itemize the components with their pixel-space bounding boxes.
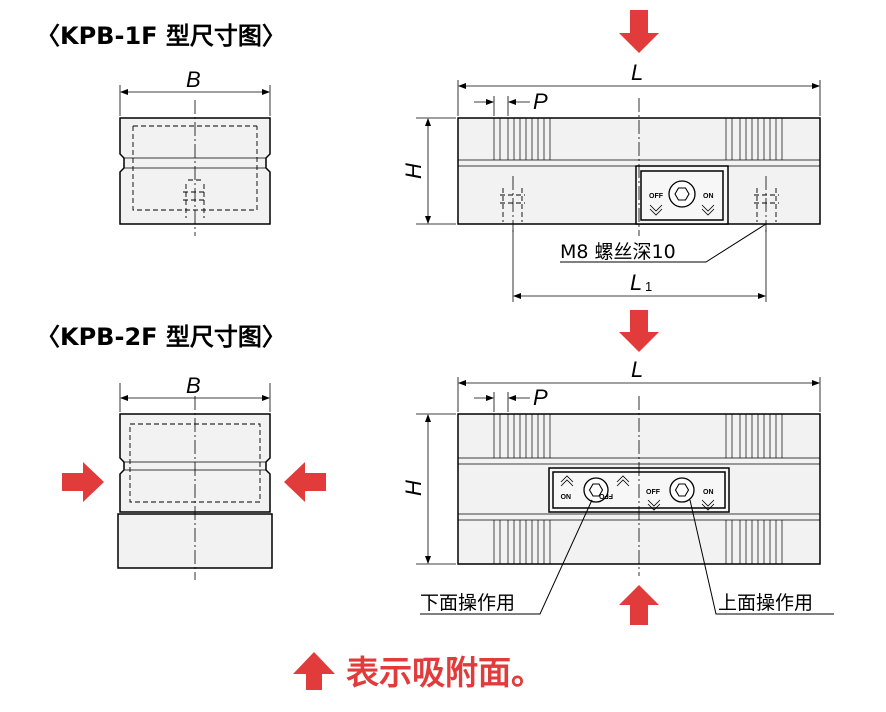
down-arrow-icon [619,310,659,352]
thread-note: M8 螺丝深10 [560,241,676,263]
dim-h-label-2: H [401,480,426,496]
top-operation-label: 上面操作用 [718,592,813,614]
hex-socket-icon [669,477,695,503]
front-view-1f [416,80,821,302]
dim-b-label-2: B [186,373,201,398]
side-view-2f [117,383,273,580]
section1-title: 〈KPB-1F 型尺寸图〉 [36,22,286,50]
side-view-1f [119,85,271,236]
dim-l1-label: L [630,270,642,295]
hex-socket-icon [583,477,609,503]
dim-b-label-1: B [186,67,201,92]
dim-l-label-1: L [631,60,643,85]
switch-ffo-label: FFO [598,492,613,499]
switch-on-label-2: ON [703,489,714,496]
hex-socket-icon [668,180,696,208]
left-arrow-icon [284,462,326,502]
dim-h-label-1: H [401,163,426,179]
right-arrow-icon [62,462,104,502]
footer-legend: 表示吸附面。 [346,653,544,692]
up-arrow-icon [293,652,335,690]
dim-p-label-1: P [533,89,548,114]
switch-no-label: NO [560,492,571,499]
down-arrow-icon [619,10,659,53]
dim-l1-subscript: 1 [645,279,652,294]
dim-l-label-2: L [631,357,643,382]
switch-off-label-1: OFF [649,193,664,200]
bottom-operation-label: 下面操作用 [420,592,515,614]
front-view-2f [416,377,834,615]
switch-on-label-1: ON [703,193,714,200]
section2-title: 〈KPB-2F 型尺寸图〉 [36,323,286,351]
switch-off-label-2: OFF [646,489,661,496]
up-arrow-icon [619,585,659,625]
dim-p-label-2: P [533,385,548,410]
